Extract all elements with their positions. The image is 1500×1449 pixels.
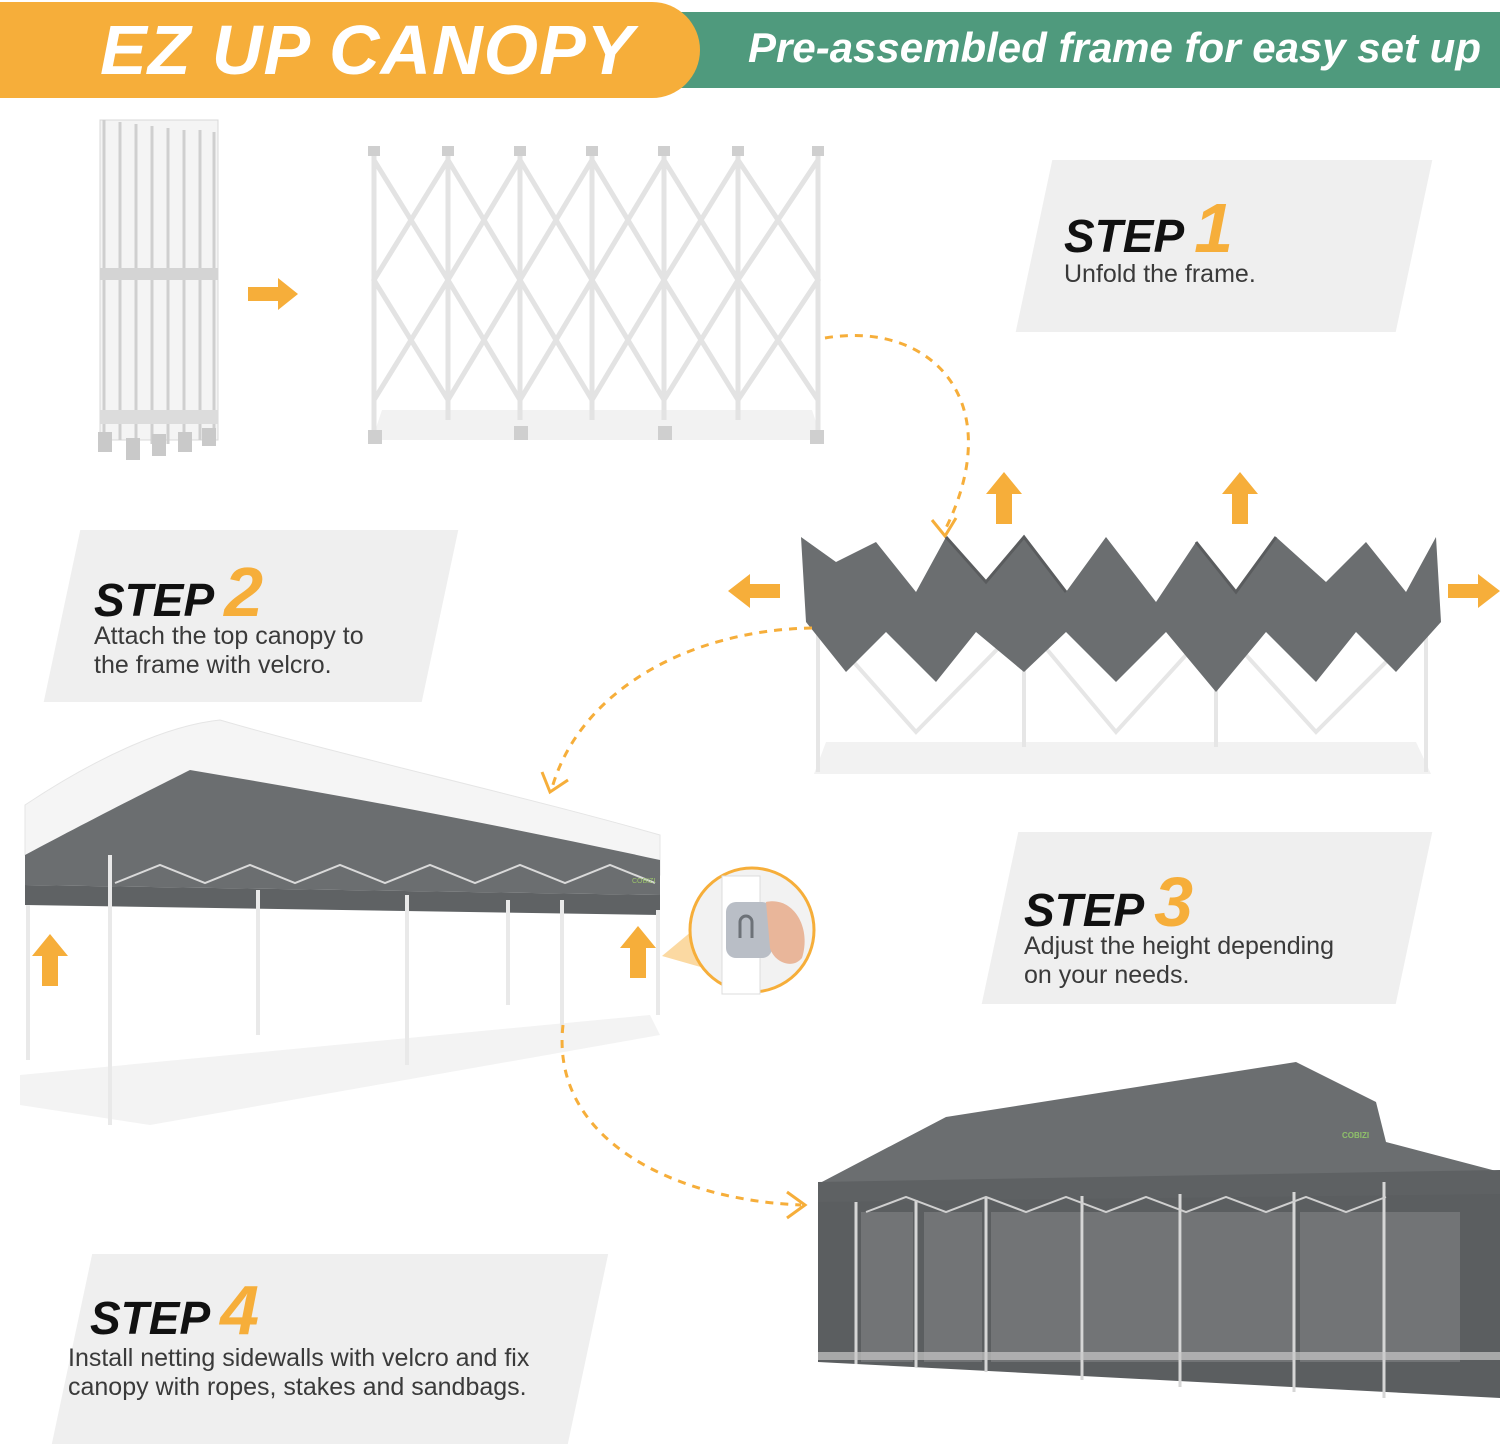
step-1-number: 1 <box>1194 189 1234 267</box>
header-title-bar <box>0 2 700 98</box>
step-1-label: STEP <box>1064 210 1185 262</box>
header-subtitle-bar <box>600 12 1500 88</box>
arrow-up-icon <box>1222 472 1258 524</box>
step-4-description-line-1: Install netting sidewalls with velcro an… <box>68 1344 530 1372</box>
step-4-label: STEP <box>90 1292 211 1344</box>
step-3-number: 3 <box>1154 863 1194 941</box>
folded-frame-illustration <box>98 119 219 460</box>
step-3-label: STEP <box>1024 884 1145 936</box>
step-4-number: 4 <box>220 1271 260 1349</box>
dashed-curve-arrow-icon <box>540 626 813 795</box>
canopy-sidewalls-illustration: COBIZI <box>818 1062 1500 1398</box>
arrow-up-icon <box>986 472 1022 524</box>
arrow-right-icon <box>248 278 298 310</box>
step-4-description-line-2: canopy with ropes, stakes and sandbags. <box>68 1373 527 1401</box>
arrow-up-icon <box>620 926 656 978</box>
step-2-description-line-2: the frame with velcro. <box>94 651 332 679</box>
canopy-frame-illustration: COBIZI <box>20 719 661 1125</box>
arrow-right-icon <box>1448 574 1500 608</box>
step-2-description-line-1: Attach the top canopy to <box>94 622 364 650</box>
arrow-up-icon <box>32 934 68 986</box>
step-3-description-line-1: Adjust the height depending <box>1024 932 1334 960</box>
arrow-left-icon <box>728 574 780 608</box>
step-2-number: 2 <box>224 553 264 631</box>
page-subtitle: Pre-assembled frame for easy set up <box>748 24 1481 71</box>
step-1-description: Unfold the frame. <box>1064 260 1256 288</box>
brand-mark: COBIZI <box>1342 1131 1369 1140</box>
height-adjuster-closeup <box>662 866 816 995</box>
svg-text:COBIZI: COBIZI <box>632 878 655 885</box>
unfolded-frame-illustration <box>368 146 824 444</box>
step-3-description-line-2: on your needs. <box>1024 961 1190 989</box>
step-2-label: STEP <box>94 574 215 626</box>
canopy-draped-frame-illustration <box>801 534 1441 774</box>
dashed-curve-arrow-icon <box>824 333 970 539</box>
dashed-curve-arrow-icon <box>560 1024 808 1220</box>
page-title: EZ UP CANOPY <box>100 11 635 89</box>
